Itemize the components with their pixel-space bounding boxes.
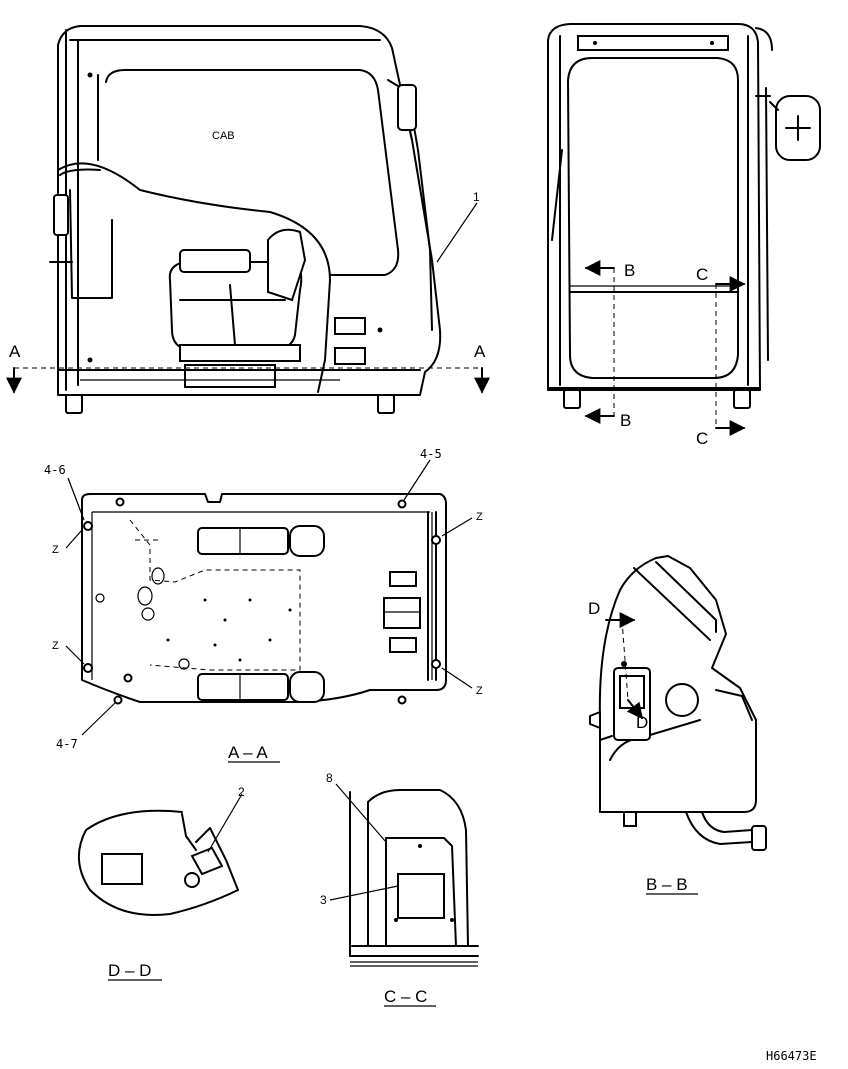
leader-8 (335, 783, 387, 843)
section-c-c-view (349, 789, 479, 967)
leader-3 (329, 885, 399, 901)
callout-1: 1 (473, 190, 480, 204)
leader-4-5 (403, 459, 431, 501)
cab-label: CAB (212, 130, 235, 142)
callout-3: 3 (320, 893, 327, 907)
callout-z-lower-right: Z (476, 685, 483, 697)
callout-4-7: 4-7 (56, 737, 78, 751)
callout-2: 2 (238, 785, 245, 799)
leader-z-lower-right (441, 667, 473, 689)
section-c-top-label: C (696, 265, 708, 284)
section-d-d-view (77, 809, 239, 916)
section-a-a-view (81, 493, 447, 705)
callout-z-upper-right: Z (476, 511, 483, 523)
callout-4-6: 4-6 (44, 463, 66, 477)
leader-4-6 (67, 477, 85, 521)
leader-z-upper-right (441, 517, 473, 537)
section-title-d-d: D – D (108, 961, 151, 980)
section-b-bottom-label: B (620, 411, 631, 430)
callout-z-upper-left: Z (52, 544, 59, 556)
section-a-right-label: A (474, 342, 486, 361)
side-view-cab (6, 25, 490, 414)
section-a-left-label: A (9, 342, 21, 361)
section-d-bottom-label: D (636, 713, 648, 732)
leader-4-7 (81, 701, 117, 736)
leader-2 (207, 793, 243, 853)
drawing-number: H66473E (766, 1049, 817, 1063)
section-b-b-view (589, 555, 767, 851)
callout-z-lower-left: Z (52, 640, 59, 652)
section-b-top-label: B (624, 261, 635, 280)
leader-z-lower-left (65, 645, 85, 665)
section-title-a-a: A – A (228, 743, 268, 762)
section-title-c-c: C – C (384, 987, 427, 1006)
leader-line-1 (436, 202, 478, 263)
front-view-cab (547, 23, 821, 436)
section-d-top-label: D (588, 599, 600, 618)
section-c-bottom-label: C (696, 429, 708, 448)
callout-8: 8 (326, 771, 333, 785)
leader-z-upper-left (65, 529, 83, 549)
callout-4-5: 4-5 (420, 447, 442, 461)
section-title-b-b: B – B (646, 875, 688, 894)
